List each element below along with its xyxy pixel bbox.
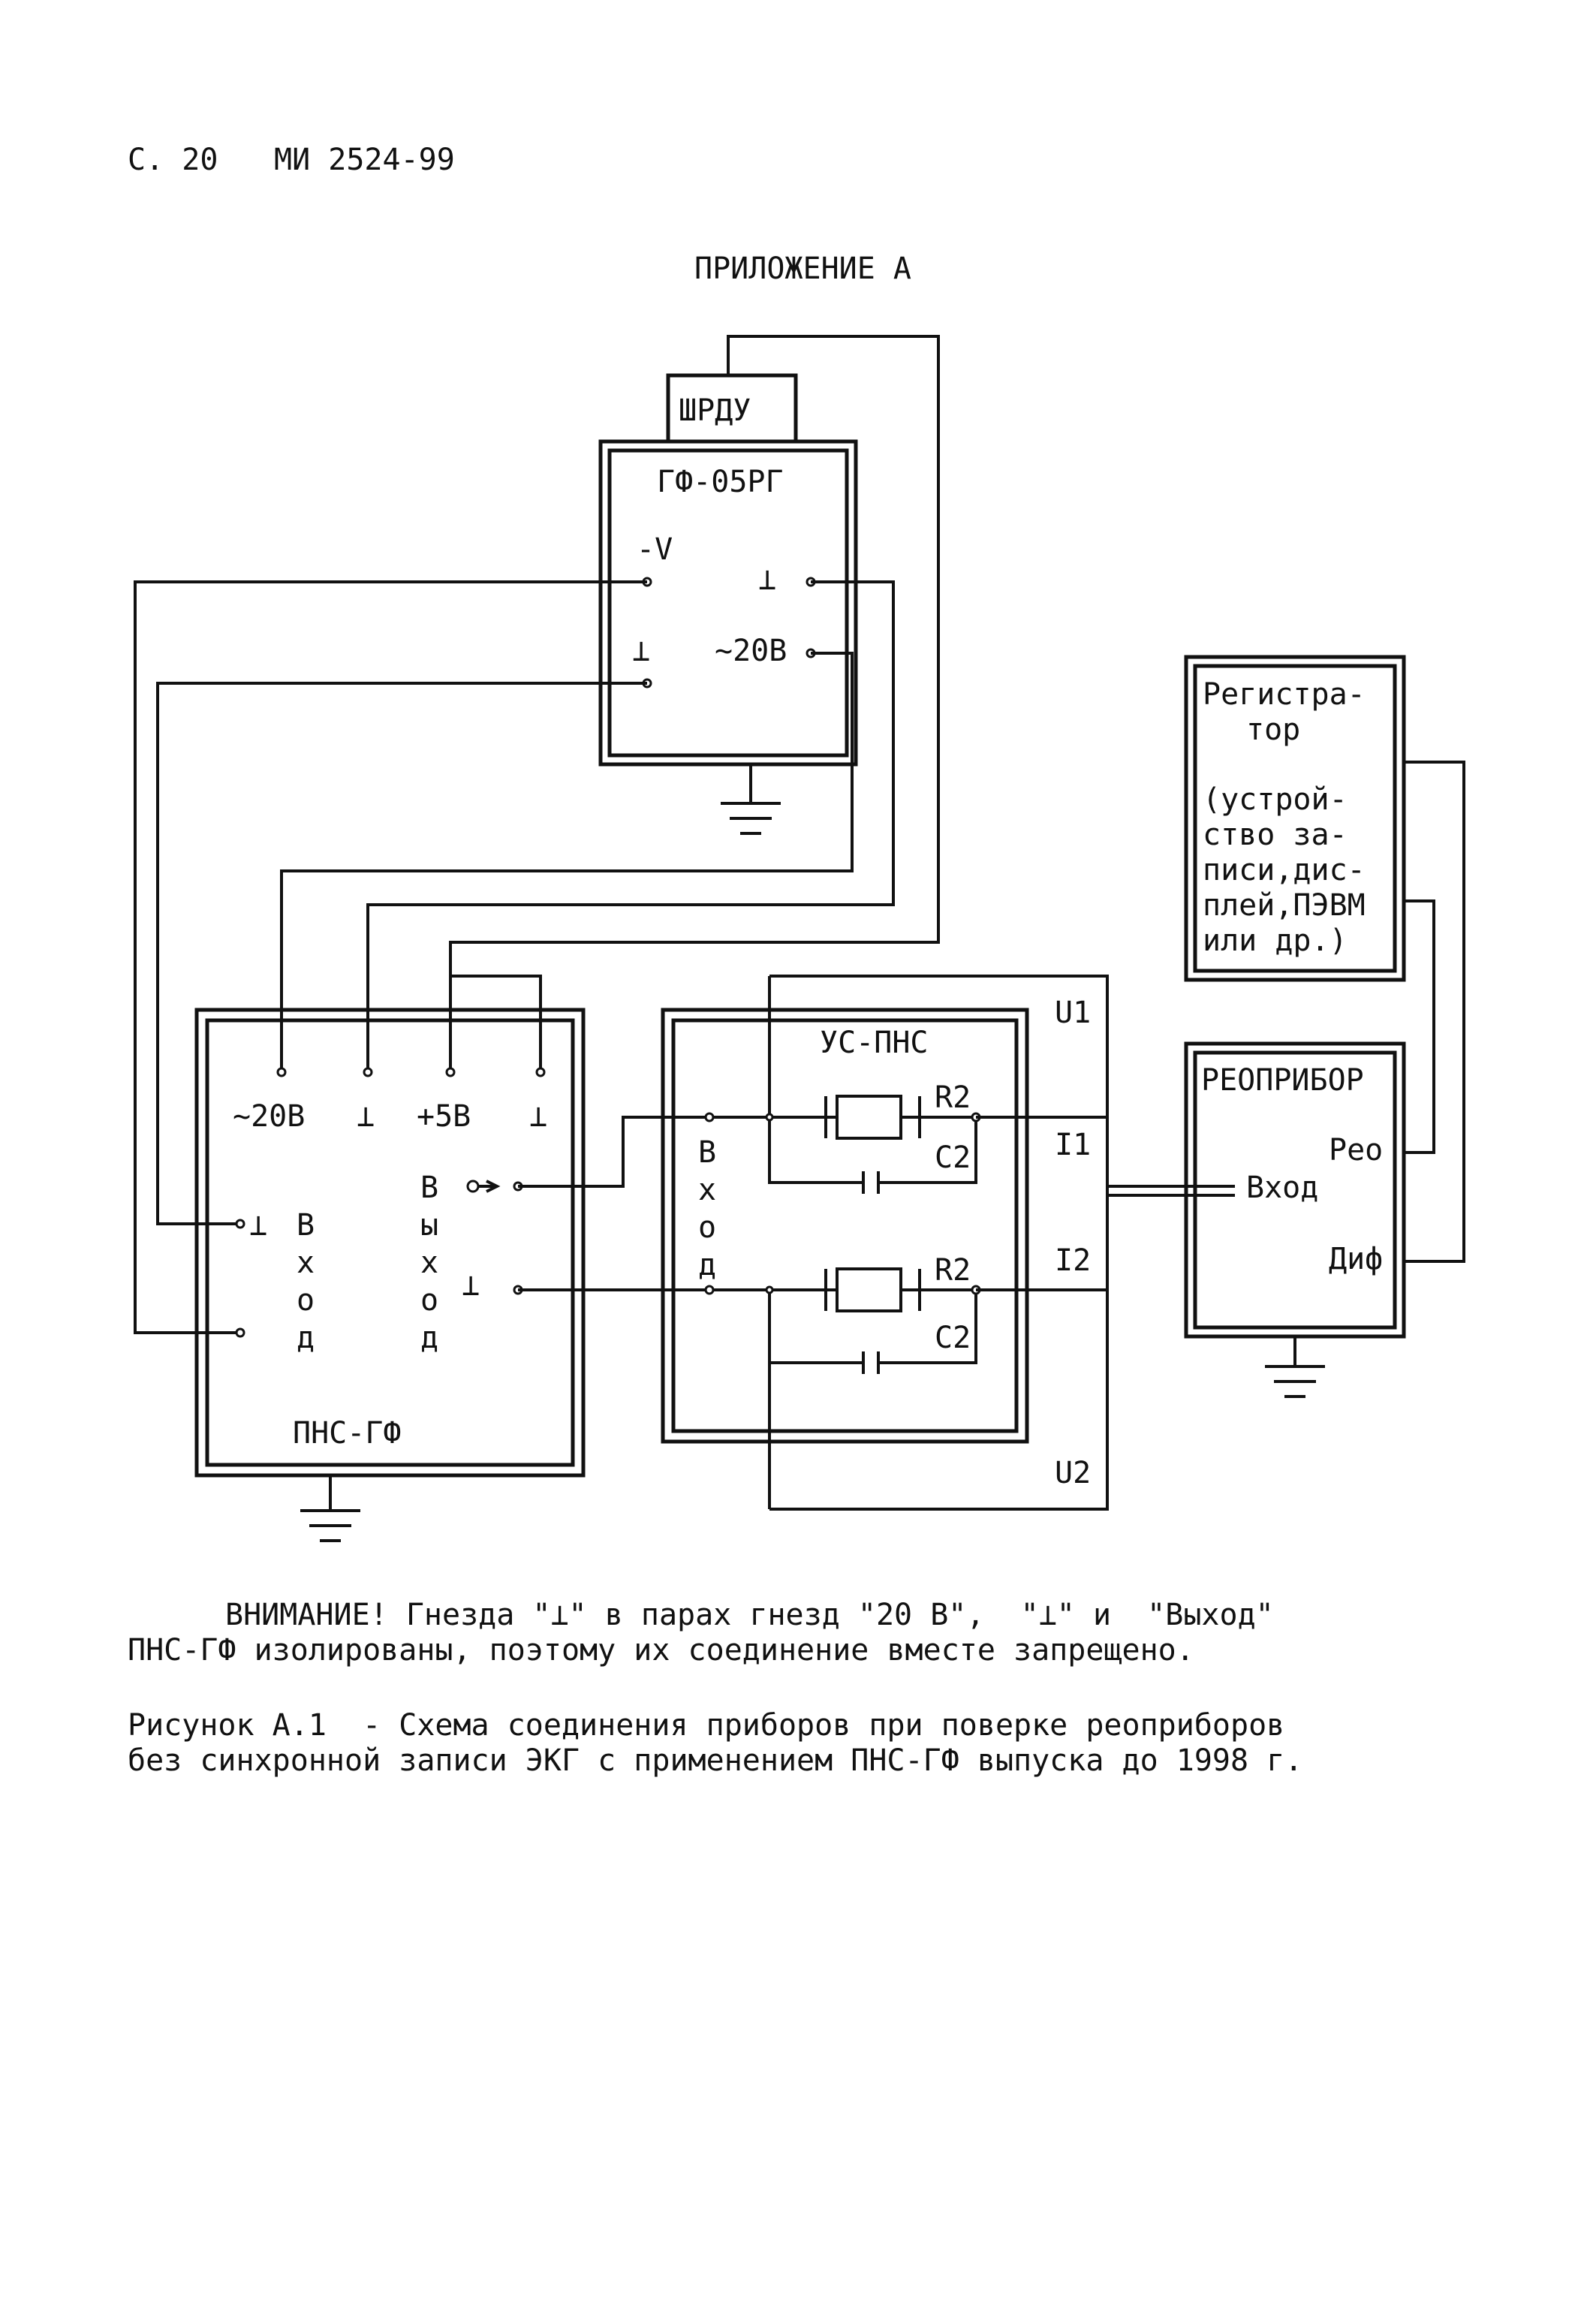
- label-i2: I2: [1055, 1243, 1091, 1278]
- us-input-letter-4: д: [698, 1248, 716, 1282]
- pns-label-20v: ~20В: [233, 1099, 305, 1134]
- lower-r2-label: R2: [935, 1253, 971, 1288]
- us-input-letter-2: х: [698, 1173, 716, 1207]
- wire-pns-5v-bridge: [449, 975, 542, 1070]
- registrator-label: Регистра- тор (устрой- ство за- писи,дис…: [1203, 677, 1366, 958]
- gf-ground-label-1: ⊥: [758, 562, 776, 597]
- us-pns-title: УС-ПНС: [820, 1026, 929, 1060]
- registrator-box: [1184, 655, 1406, 982]
- svg-text:плей,ПЭВМ: плей,ПЭВМ: [1203, 888, 1366, 923]
- pns-input-letter-3: о: [297, 1283, 315, 1318]
- pns-terminal-20v: [276, 1067, 287, 1077]
- wire-pns-out-to-us: [518, 1116, 709, 1188]
- svg-text:писи,дис-: писи,дис-: [1203, 853, 1366, 887]
- pns-output-jack: [466, 1180, 480, 1193]
- pns-label-ground-1: ⊥: [357, 1099, 375, 1134]
- registrator-inner-frame: [1193, 664, 1397, 973]
- caption-line-2: без синхронной записи ЭКГ с применением …: [128, 1743, 1303, 1778]
- pns-output-letter-3: х: [420, 1246, 438, 1280]
- pns-output-letter-2: ы: [420, 1208, 438, 1243]
- svg-text:ство за-: ство за-: [1203, 818, 1348, 852]
- upper-junction-left: [765, 1113, 774, 1122]
- upper-c2-label: C2: [935, 1140, 971, 1175]
- pns-output-letter-4: о: [420, 1283, 438, 1318]
- svg-text:тор: тор: [1246, 713, 1300, 747]
- pns-gf-box: [194, 1008, 586, 1478]
- appendix-title: ПРИЛОЖЕНИЕ А: [694, 252, 911, 286]
- page-number: С. 20: [128, 143, 218, 177]
- us-input-letter-3: о: [698, 1210, 716, 1245]
- us-pns-box: [661, 1008, 1029, 1444]
- wire-shrdu-to-pns: [449, 335, 940, 1014]
- svg-text:(устрой-: (устрой-: [1203, 782, 1348, 817]
- lower-r2-c2-circuit: [713, 1267, 977, 1509]
- pns-input-terminal-2: [235, 1327, 245, 1338]
- reopribor-title: РЕОПРИБОР: [1201, 1063, 1364, 1098]
- wire-gf-ground-to-pns: [366, 580, 895, 1070]
- upper-r2-label: R2: [935, 1080, 971, 1115]
- gf-ground-label-2: ⊥: [632, 634, 650, 668]
- us-outer-frame: [769, 975, 1109, 1511]
- gf05rg-title: ГФ-05РГ: [657, 465, 784, 499]
- pns-gf-inner-frame: [205, 1018, 575, 1467]
- pns-output-letter-5: д: [420, 1321, 438, 1355]
- pns-label-5v: +5В: [417, 1099, 471, 1134]
- pns-input-terminal-1: [235, 1219, 245, 1229]
- wire-frame-to-reo-input: [1107, 1185, 1235, 1197]
- wire-gf-ground-to-pns-input: [156, 682, 647, 1225]
- gf-20v-label: ~20В: [715, 634, 787, 668]
- label-u1: U1: [1055, 996, 1091, 1030]
- reo-input-label: Вход: [1246, 1171, 1318, 1205]
- svg-text:Регистра-: Регистра-: [1203, 677, 1366, 712]
- lower-c2-label: C2: [935, 1321, 971, 1355]
- pns-terminal-ground-2: [535, 1067, 546, 1077]
- pns-input-letter-4: д: [297, 1321, 315, 1355]
- pns-input-ground-label: ⊥: [249, 1208, 267, 1243]
- label-i1: I1: [1055, 1128, 1091, 1162]
- wire-registrator-to-dif: [1404, 761, 1465, 1263]
- shrdu-label: ШРДУ: [679, 393, 751, 428]
- us-pns-inner-frame: [671, 1018, 1019, 1433]
- reopribor-inner-frame: [1193, 1050, 1397, 1330]
- pns-input-letter-1: В: [297, 1208, 315, 1243]
- pns-terminal-5v: [445, 1067, 456, 1077]
- gf05rg-inner-frame: [607, 448, 849, 758]
- notice-line-2: ПНС-ГФ изолированы, поэтому их соединени…: [128, 1633, 1194, 1668]
- wire-registrator-to-reo: [1404, 899, 1435, 1154]
- caption-line-1: Рисунок А.1 - Схема соединения приборов …: [128, 1708, 1285, 1743]
- lower-junction-left: [765, 1285, 774, 1294]
- gf05rg-box: [598, 439, 858, 767]
- document-code: МИ 2524-99: [274, 143, 455, 177]
- reopribor-earth-symbol: [1265, 1336, 1325, 1398]
- pns-earth-symbol: [300, 1475, 360, 1542]
- upper-r2-c2-circuit: [713, 976, 977, 1194]
- pns-label-ground-2: ⊥: [529, 1099, 547, 1134]
- pns-terminal-ground-1: [363, 1067, 373, 1077]
- wire-gf-minus-v-to-pns-input: [134, 580, 647, 1334]
- svg-text:или др.): или др.): [1203, 924, 1348, 958]
- reo-dif-label: Диф: [1329, 1242, 1383, 1276]
- connection-diagram: ШРДУ ГФ-05РГ -V ⊥ ⊥ ~20В ~20В ⊥ +5В ⊥: [134, 335, 1465, 1542]
- pns-output-letter-1: В: [420, 1171, 438, 1205]
- wire-gf-20v-to-pns: [280, 652, 854, 1070]
- us-input-terminal-1: [704, 1112, 715, 1122]
- pns-output-ground-label: ⊥: [462, 1268, 480, 1303]
- pns-input-letter-2: х: [297, 1246, 315, 1280]
- gf-minus-v-label: -V: [637, 532, 673, 567]
- us-input-letter-1: В: [698, 1135, 716, 1170]
- gf-earth-symbol: [721, 764, 781, 835]
- reo-output-label: Рео: [1329, 1133, 1383, 1168]
- notice-line-1: ВНИМАНИЕ! Гнезда "⊥" в парах гнезд "20 В…: [225, 1598, 1274, 1632]
- pns-gf-title: ПНС-ГФ: [293, 1416, 402, 1451]
- us-input-terminal-2: [704, 1285, 715, 1295]
- label-u2: U2: [1055, 1456, 1091, 1490]
- pns-output-arrow: [478, 1180, 501, 1193]
